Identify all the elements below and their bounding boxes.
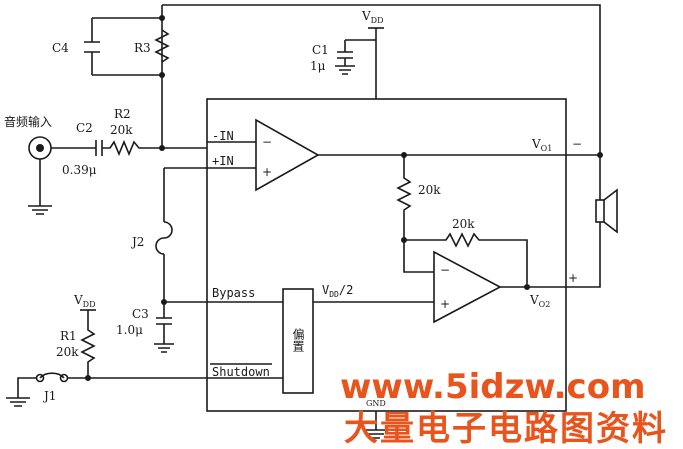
r2-label: R2 [114, 107, 131, 121]
c1-value: 1μ [310, 59, 326, 73]
bias-label: 偏置 [291, 327, 305, 352]
fb-resistor-1-value: 20k [418, 183, 441, 197]
op-amp-1 [207, 118, 603, 192]
vdd-top-label: VDD [361, 9, 384, 25]
bypass-network [154, 301, 283, 353]
vo1-label: VO1 [531, 137, 552, 153]
r3-label: R3 [134, 41, 151, 55]
op2-plus-sign: + [440, 297, 450, 311]
c3-value: 1.0μ [116, 323, 143, 337]
vo2-sign: + [568, 271, 578, 285]
c2-value: 0.39μ [62, 163, 97, 177]
feedback-network [84, 4, 601, 157]
jumper-j2-path [155, 167, 207, 305]
r2-value: 20k [110, 123, 133, 137]
shutdown-pin: Shutdown [212, 365, 270, 379]
audio-input-stage [28, 136, 207, 215]
watermark-url: www.5idzw.com [340, 367, 646, 407]
c1-label: C1 [312, 43, 329, 57]
r1-value: 20k [56, 345, 79, 359]
c4-label: C4 [52, 41, 69, 55]
op-amp-2 [433, 235, 601, 324]
fb-resistor-2-value: 20k [452, 217, 475, 231]
bypass-pin: Bypass [212, 286, 255, 300]
c2-label: C2 [76, 121, 93, 135]
plus-in-pin: +IN [212, 154, 234, 168]
vdd-half-label: VDD/2 [322, 283, 353, 299]
ic-outline [206, 98, 567, 412]
supply-decoupling [335, 27, 384, 99]
r1-label: R1 [60, 329, 77, 343]
shutdown-network [6, 309, 283, 407]
op2-minus-sign: − [440, 263, 450, 277]
speaker [595, 155, 618, 235]
op1-plus-sign: + [262, 165, 272, 179]
op-amp-2-feedback [396, 155, 528, 284]
gnd-pin-label: GND [366, 399, 386, 408]
gnd-pin [364, 411, 388, 439]
bias-block [282, 288, 314, 394]
j1-label: J1 [42, 389, 56, 403]
j2-label: J2 [130, 235, 144, 249]
minus-in-pin: -IN [212, 129, 234, 143]
c3-label: C3 [132, 307, 149, 321]
vo2-label: VO2 [529, 293, 550, 309]
watermark-title: 大量电子电路图资料 [344, 409, 668, 449]
vo1-sign: − [572, 137, 582, 151]
audio-input-label: 音频输入 [4, 114, 52, 129]
vdd-left-label: VDD [73, 293, 96, 309]
op1-minus-sign: − [262, 135, 272, 149]
